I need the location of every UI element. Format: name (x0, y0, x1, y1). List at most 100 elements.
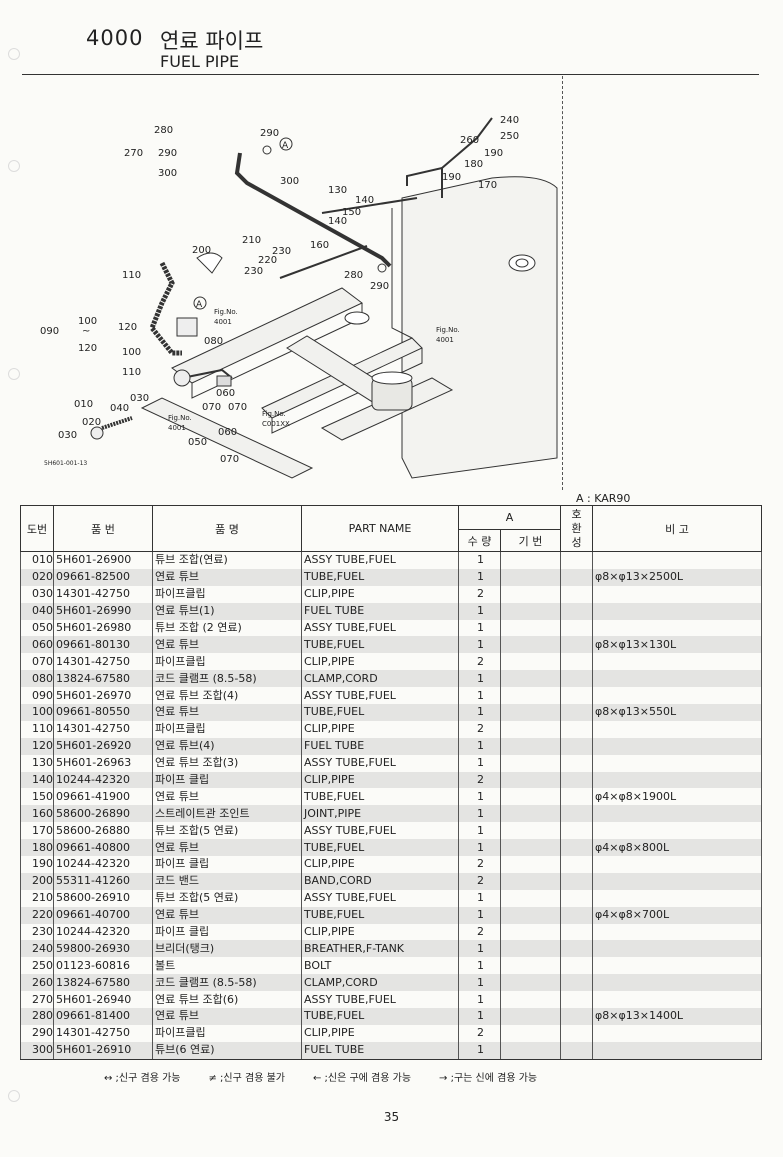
part-name-ko-cell: 연료 튜브 (152, 788, 302, 806)
part-no-cell: 14301-42750 (53, 1024, 153, 1042)
part-name-en-cell: ASSY TUBE,FUEL (301, 551, 459, 569)
part-name-ko-cell: 튜브 조합(연료) (152, 551, 302, 569)
callout-190a: 190 (484, 148, 503, 159)
part-name-en-cell: CLIP,PIPE (301, 653, 459, 671)
callout-290: 290 (260, 128, 279, 139)
svg-text:Fig.No.: Fig.No. (214, 308, 238, 316)
part-name-en-cell: CLIP,PIPE (301, 585, 459, 603)
part-name-ko-cell: 연료 튜브 조합(4) (152, 687, 302, 705)
legend-item: → ;구는 신에 겸용 가능 (439, 1073, 538, 1084)
remarks-cell (592, 720, 762, 738)
part-no-cell: 59800-26930 (53, 940, 153, 958)
base-cell (500, 720, 561, 738)
callout-040: 040 (110, 403, 129, 414)
ref-no-cell: 140 (20, 771, 54, 789)
part-name-en-cell: FUEL TUBE (301, 1041, 459, 1060)
qty-cell: 2 (458, 856, 501, 873)
part-name-en-cell: ASSY TUBE,FUEL (301, 889, 459, 907)
header-part-name-en: PART NAME (301, 505, 459, 552)
legend-item: ← ;신은 구에 겸용 가능 (312, 1073, 412, 1084)
svg-text:Fig.No.: Fig.No. (262, 410, 286, 418)
base-cell (500, 974, 561, 992)
callout-050: 050 (188, 437, 207, 448)
interchange-cell (560, 771, 593, 789)
ref-no-cell: 060 (20, 636, 54, 654)
part-name-ko-cell: 코드 클램프 (8.5-58) (152, 670, 302, 688)
base-cell (500, 670, 561, 688)
interchange-cell (560, 619, 593, 637)
interchange-cell (560, 737, 593, 755)
header-base: 기 번 (500, 529, 561, 552)
part-name-ko-cell: 코드 밴드 (152, 872, 302, 890)
remarks-cell (592, 687, 762, 705)
ref-no-cell: 040 (20, 602, 54, 620)
part-name-en-cell: CLAMP,CORD (301, 974, 459, 992)
qty-cell: 1 (458, 1008, 501, 1025)
ref-no-cell: 240 (20, 940, 54, 958)
part-name-ko-cell: 연료 튜브 (152, 568, 302, 586)
callout-230a: 230 (272, 246, 291, 257)
remarks-cell (592, 872, 762, 890)
base-cell (500, 923, 561, 941)
remarks-cell (592, 1041, 762, 1060)
callout-070a: 070 (202, 402, 221, 413)
part-no-cell: 09661-81400 (53, 1008, 153, 1025)
part-no-cell: 10244-42320 (53, 771, 153, 789)
part-no-cell: 09661-80130 (53, 636, 153, 654)
qty-cell: 1 (458, 602, 501, 620)
qty-cell: 1 (458, 822, 501, 840)
part-no-cell: 10244-42320 (53, 856, 153, 873)
part-name-en-cell: BAND,CORD (301, 872, 459, 890)
base-cell (500, 754, 561, 772)
model-line: A : KAR90 (576, 492, 631, 505)
part-no-cell: 58600-26890 (53, 805, 153, 823)
callout-250: 250 (500, 131, 519, 142)
ref-no-cell: 110 (20, 720, 54, 738)
remarks-cell (592, 940, 762, 958)
base-cell (500, 585, 561, 603)
part-name-ko-cell: 연료 튜브(4) (152, 737, 302, 755)
part-name-en-cell: CLAMP,CORD (301, 670, 459, 688)
part-name-ko-cell: 튜브 조합 (2 연료) (152, 619, 302, 637)
callout-010: 010 (74, 399, 93, 410)
part-no-cell: 01123-60816 (53, 957, 153, 975)
callout-200: 200 (192, 245, 211, 256)
part-no-cell: 14301-42750 (53, 720, 153, 738)
remarks-cell: φ4×φ8×1900L (592, 788, 762, 806)
part-no-cell: 10244-42320 (53, 923, 153, 941)
part-no-cell: 5H601-26980 (53, 619, 153, 637)
qty-cell: 1 (458, 974, 501, 992)
base-cell (500, 687, 561, 705)
remarks-cell: φ8×φ13×550L (592, 704, 762, 721)
frame-drawing (90, 117, 558, 479)
part-no-cell: 5H601-26963 (53, 754, 153, 772)
part-no-cell: 5H601-26920 (53, 737, 153, 755)
qty-cell: 1 (458, 754, 501, 772)
callout-140: 140 (328, 216, 347, 227)
part-name-en-cell: TUBE,FUEL (301, 839, 459, 857)
part-no-cell: 09661-80550 (53, 704, 153, 721)
base-cell (500, 1041, 561, 1060)
ref-no-cell: 010 (20, 551, 54, 569)
interchange-cell (560, 602, 593, 620)
callout-110b: 110 (122, 367, 141, 378)
callout-240: 240 (500, 115, 519, 126)
part-no-cell: 09661-40800 (53, 839, 153, 857)
ref-no-cell: 050 (20, 619, 54, 637)
header-qty: 수 량 (458, 529, 501, 552)
interchange-cell (560, 991, 593, 1009)
base-cell (500, 602, 561, 620)
remarks-cell (592, 754, 762, 772)
callout-260: 260 (460, 135, 479, 146)
qty-cell: 1 (458, 805, 501, 823)
punch-hole (8, 160, 20, 172)
callout-150: 150 (342, 207, 361, 218)
